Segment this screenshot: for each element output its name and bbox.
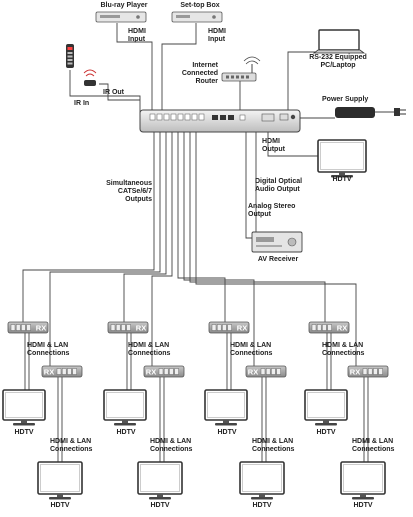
- hdmi-input-label-2: HDMI Input: [208, 28, 226, 43]
- ir-out-label: IR Out: [103, 89, 124, 96]
- rx-receiver: RX: [107, 321, 149, 334]
- ir-in-label: IR In: [74, 100, 90, 107]
- rj45-port: [156, 113, 163, 121]
- hdtv-icon: [204, 389, 248, 426]
- av-receiver-icon: [251, 231, 303, 253]
- rj45-port: [177, 113, 184, 121]
- hdmi-cable-bluray: [116, 23, 153, 110]
- ir-emitter-icon: [83, 69, 97, 86]
- cat-cable: [22, 132, 155, 322]
- rx-label: RX: [237, 324, 247, 333]
- rx-label: RX: [350, 368, 360, 377]
- hdtv-label: HDTV: [353, 502, 373, 509]
- hdmi-output-label: HDMI Output: [262, 138, 285, 153]
- remote-control-icon: [66, 44, 74, 68]
- hdtv-label: HDTV: [316, 429, 336, 436]
- analog-label: Analog Stereo Output: [248, 203, 296, 218]
- rx-receiver: RX: [245, 365, 287, 378]
- rx-label: RX: [136, 324, 146, 333]
- hdtv-icon: [317, 139, 367, 178]
- hdtv-label: HDTV: [50, 502, 70, 509]
- hdtv-label: HDTV: [217, 429, 237, 436]
- optical-label: Digital Optical Audio Output: [255, 178, 303, 193]
- rj45-port: [191, 113, 198, 121]
- ir-out-cable: [99, 83, 140, 101]
- rx-receiver: RX: [347, 365, 389, 378]
- rx-receiver: RX: [41, 365, 83, 378]
- bluray-label: Blu-ray Player: [100, 2, 148, 9]
- hdtv-icon: [103, 389, 147, 426]
- hdtv-icon: [304, 389, 348, 426]
- hdmi-cable-settop: [161, 23, 197, 110]
- rx-label: RX: [44, 368, 54, 377]
- rx-receiver: RX: [143, 365, 185, 378]
- hdtv-label: HDTV: [252, 502, 272, 509]
- hdmi-input-label-1: HDMI Input: [128, 28, 146, 43]
- hdtv-label: HDTV: [150, 502, 170, 509]
- hdtv-main-label: HDTV: [332, 176, 352, 183]
- rx-label: RX: [337, 324, 347, 333]
- cat-cable: [177, 132, 226, 322]
- pc-label: RS-232 Equipped PC/Laptop: [309, 54, 367, 69]
- connections-label: HDMI & LAN Connections: [50, 438, 93, 453]
- connections-label: HDMI & LAN Connections: [352, 438, 395, 453]
- rj45-port: [163, 113, 170, 121]
- connections-label: HDMI & LAN Connections: [128, 342, 171, 357]
- optical-cable: [245, 132, 252, 239]
- cat-cable: [151, 132, 173, 366]
- router-label: Internet Connected Router: [181, 62, 218, 85]
- hdbaset-matrix-switch: [139, 109, 301, 133]
- router-icon: [221, 56, 261, 82]
- connections-label: HDMI & LAN Connections: [150, 438, 193, 453]
- av-receiver-label: AV Receiver: [257, 256, 299, 263]
- rx-label: RX: [36, 324, 46, 333]
- connections-label: HDMI & LAN Connections: [322, 342, 365, 357]
- hdtv-label: HDTV: [116, 429, 136, 436]
- outputs-label: Simultaneous CATSe/6/7 Outputs: [106, 180, 152, 203]
- power-supply-label: Power Supply: [322, 96, 369, 103]
- cat-cable: [195, 132, 357, 366]
- hdtv-icon: [239, 461, 285, 500]
- hdmi-port: [220, 115, 226, 120]
- hdmi-port: [228, 115, 234, 120]
- settop-label: Set-top Box: [180, 2, 220, 9]
- rx-receiver: RX: [208, 321, 250, 334]
- ir-in-cable: [69, 70, 141, 114]
- hdtv-icon: [37, 461, 83, 500]
- rx-label: RX: [248, 368, 258, 377]
- rs232-cable: [287, 51, 315, 112]
- rj45-port: [170, 113, 177, 121]
- settop-box-icon: [171, 11, 223, 23]
- hdtv-icon: [2, 389, 46, 426]
- hdtv-label: HDTV: [14, 429, 34, 436]
- connections-label: HDMI & LAN Connections: [252, 438, 295, 453]
- hdtv-icon: [137, 461, 183, 500]
- rx-receiver: RX: [7, 321, 49, 334]
- cat-cable: [189, 132, 326, 322]
- hdtv-icon: [340, 461, 386, 500]
- connections-label: HDMI & LAN Connections: [27, 342, 70, 357]
- cat-cable: [183, 132, 255, 366]
- rx-receiver: RX: [308, 321, 350, 334]
- bluray-player-icon: [95, 11, 147, 23]
- hdmi-port: [212, 115, 218, 120]
- rj45-port: [184, 113, 191, 121]
- rj45-port: [149, 113, 156, 121]
- power-supply-icon: [335, 107, 406, 118]
- connections-label: HDMI & LAN Connections: [230, 342, 273, 357]
- cat-cable: [49, 132, 161, 366]
- hdmi-output-cable: [267, 132, 318, 157]
- laptop-icon: [312, 29, 366, 54]
- rj45-port: [198, 113, 205, 121]
- cat-cable: [123, 132, 167, 322]
- rx-label: RX: [146, 368, 156, 377]
